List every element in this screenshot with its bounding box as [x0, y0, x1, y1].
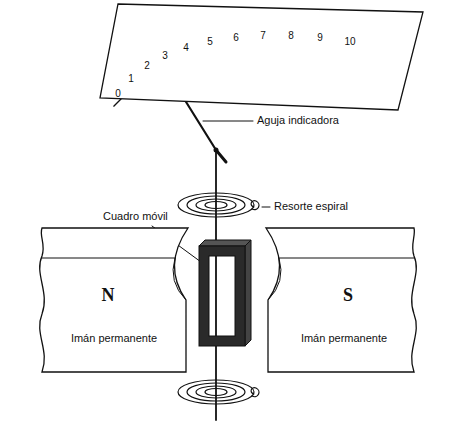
magnet-block: S Imán permanente [258, 226, 420, 374]
part-label: Cuadro móvil [102, 210, 169, 223]
magnet-label: Imán permanente [301, 332, 387, 344]
scale-number: 8 [288, 30, 294, 41]
scale-number: 9 [317, 32, 323, 43]
leader-line [203, 121, 253, 122]
magnet-block-outline [36, 226, 196, 374]
pole-letter: N [102, 286, 115, 306]
spiral-spring [178, 193, 259, 217]
pole-letter: S [343, 286, 353, 306]
scale-number: 10 [344, 36, 355, 47]
scale-number: 3 [162, 50, 168, 61]
magnet-block: N Imán permanente [36, 226, 196, 374]
scale-number: 7 [260, 30, 266, 41]
magnet-block-outline [258, 226, 420, 374]
scale-number: 6 [233, 32, 239, 43]
scale-number: 4 [183, 42, 189, 53]
dial-plate-outline [98, 2, 428, 114]
part-label: Aguja indicadora [256, 114, 340, 127]
scale-number: 0 [115, 88, 121, 99]
scale-number: 2 [144, 60, 150, 71]
scale-number: 1 [128, 73, 134, 84]
dial-plate: 012 3 4 5 6 7 8 9 10 [98, 2, 428, 114]
spiral-spring [178, 380, 259, 404]
leader-line [262, 207, 270, 208]
moving-coil [199, 240, 251, 346]
part-label: Resorte espiral [273, 200, 349, 213]
scale-number: 5 [207, 36, 213, 47]
pivot-dot [214, 148, 219, 153]
magnet-label: Imán permanente [71, 332, 157, 344]
